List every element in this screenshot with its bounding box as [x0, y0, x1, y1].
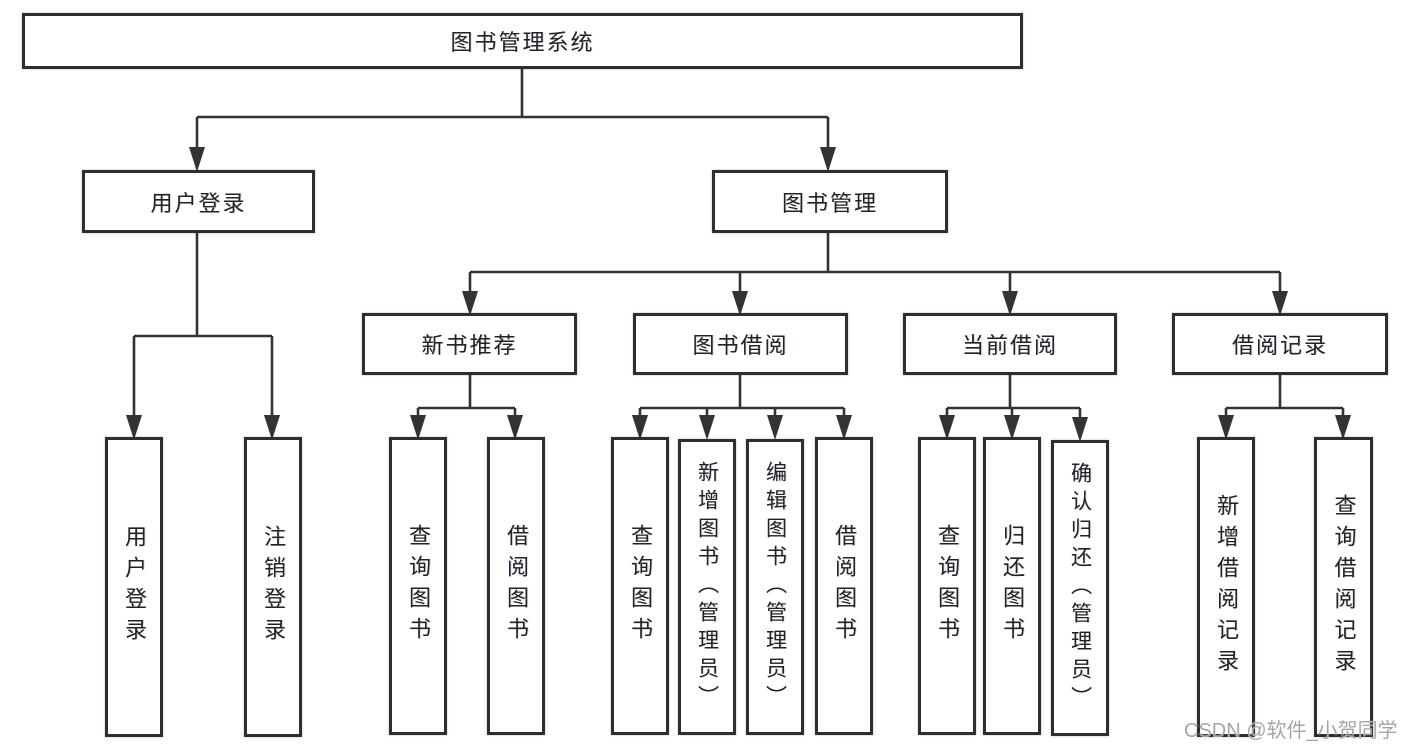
arrow-icon	[1072, 417, 1088, 442]
arrow-icon	[189, 147, 205, 172]
node-user-login: 用户登录	[82, 170, 315, 233]
node-current-borrowing: 当前借阅	[903, 313, 1117, 375]
leaf-query-books-borrowing: 查询图书	[611, 437, 669, 735]
node-borrowing-records: 借阅记录	[1172, 313, 1388, 375]
watermark: CSDN @软件_小贺同学	[1184, 720, 1398, 742]
leaf-user-login: 用户登录	[105, 437, 163, 737]
arrow-icon	[699, 415, 715, 440]
leaf-edit-books-admin: 编辑图书（管理员）	[746, 439, 804, 735]
arrow-icon	[767, 415, 783, 440]
leaf-borrow-books: 借阅图书	[815, 437, 873, 735]
leaf-add-books-admin: 新增图书（管理员）	[678, 439, 736, 735]
leaf-add-borrow-record: 新增借阅记录	[1197, 437, 1255, 737]
leaf-confirm-return-admin: 确认归还（管理员）	[1051, 440, 1109, 736]
leaf-return-books: 归还图书	[983, 437, 1041, 735]
leaf-query-books-recommend: 查询图书	[389, 437, 447, 735]
node-book-management: 图书管理	[712, 170, 948, 233]
arrow-icon	[820, 147, 836, 172]
node-library-management-system: 图书管理系统	[22, 13, 1023, 69]
leaf-borrow-books-recommend: 借阅图书	[487, 437, 545, 735]
node-new-book-recommend: 新书推荐	[362, 313, 577, 375]
leaf-query-books-current: 查询图书	[918, 437, 976, 735]
leaf-query-borrow-record: 查询借阅记录	[1314, 437, 1373, 737]
leaf-logout: 注销登录	[244, 437, 302, 737]
node-book-borrowing: 图书借阅	[633, 313, 848, 375]
